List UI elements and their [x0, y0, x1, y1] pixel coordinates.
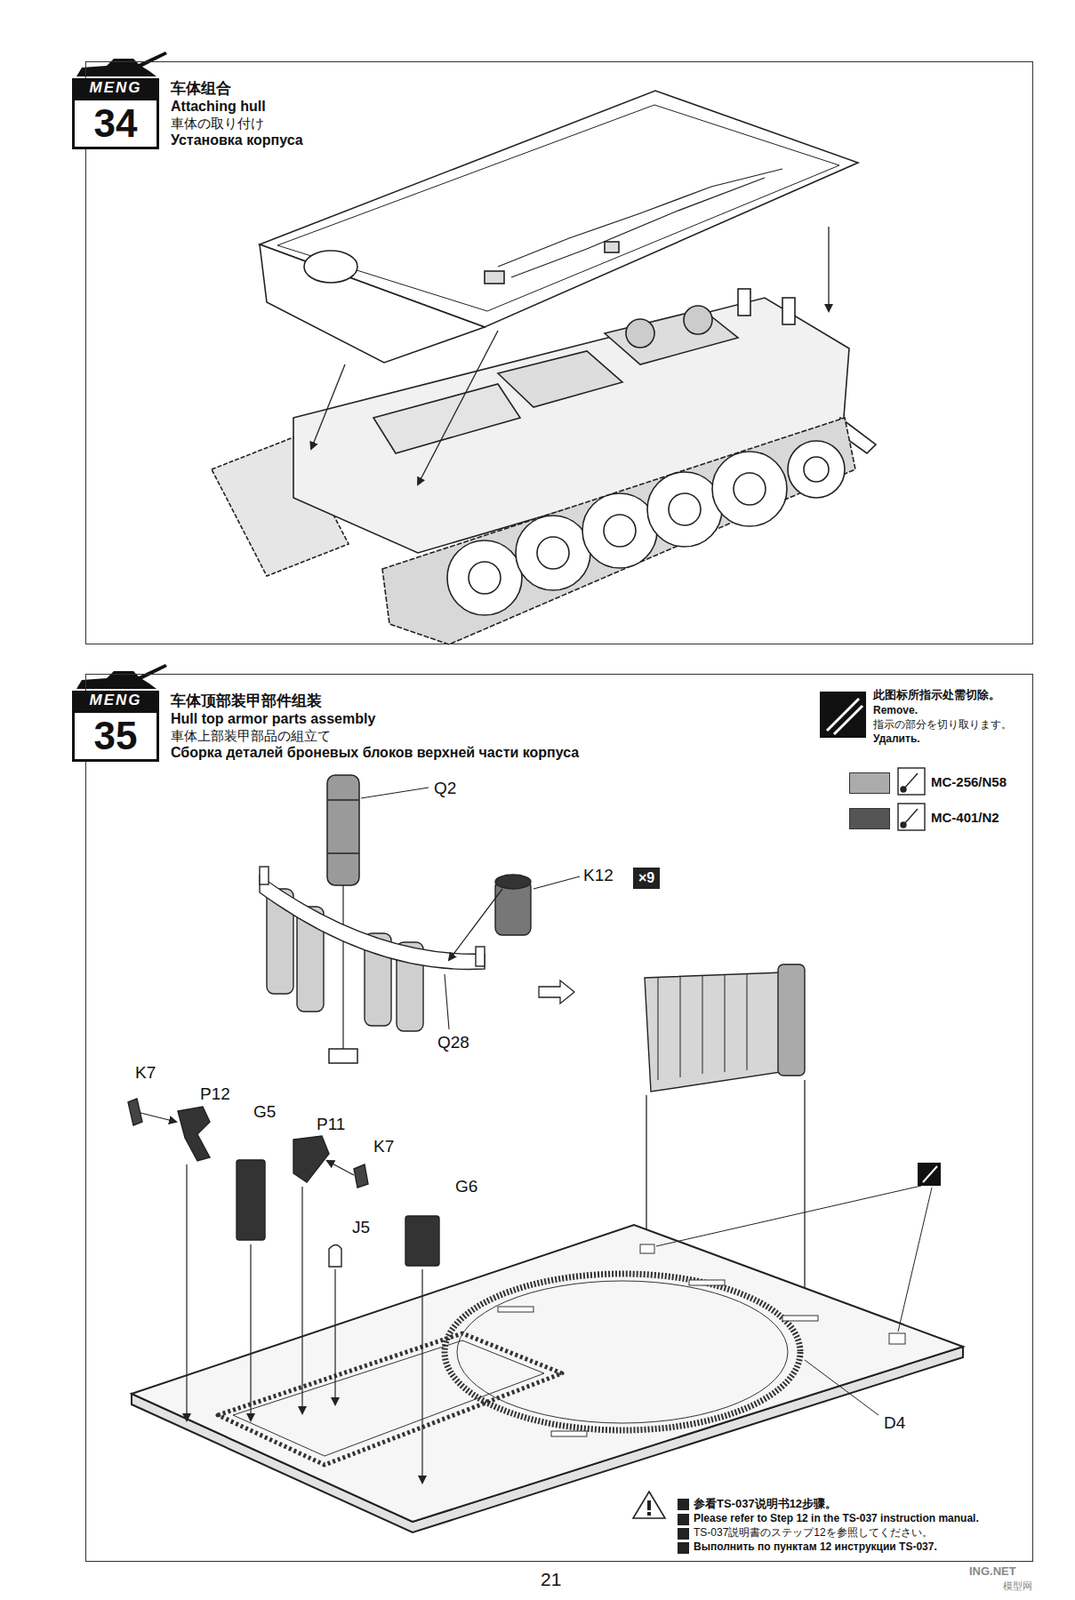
label-holder: Q28 [437, 1033, 470, 1054]
reference-note: Выполнить по пунктам 12 инструкции TS-03… [693, 1540, 938, 1554]
step-number: 35 [72, 710, 160, 763]
step-title: Установка корпуса [170, 131, 304, 149]
label-holder: 21 [540, 1568, 562, 1591]
label-holder: J5 [352, 1218, 370, 1239]
color-swatch [849, 808, 891, 830]
remove-note: Remove. [873, 704, 918, 717]
step-title: 車体上部装甲部品の組立て [170, 727, 579, 745]
label-holder: G5 [253, 1102, 276, 1124]
label-holder: P12 [200, 1084, 231, 1106]
part-number: K7 [135, 1063, 156, 1084]
label-holder: K7 [135, 1063, 156, 1084]
quantity-box: ×9 [633, 867, 660, 890]
label-holder: TS-037説明書のステップ12を参照してください。 [693, 1526, 933, 1540]
label-holder: D4 [883, 1413, 906, 1435]
page-number: 21 [540, 1568, 562, 1591]
label-holder: 此图标所指示处需切除。 [873, 688, 1001, 703]
label-holder: Remove. [873, 704, 918, 717]
quantity-text: ×9 [638, 869, 655, 888]
step-panel: 车体组合Attaching hull車体の取り付けУстановка корпу… [85, 61, 1034, 645]
part-number: D4 [883, 1413, 906, 1435]
label-holder: K7 [373, 1137, 394, 1158]
watermark: ING.NET [969, 1564, 1017, 1580]
label-holder: 模型网 [1002, 1580, 1033, 1593]
step-title: 车体顶部装甲部件组装 [170, 692, 579, 711]
step-number: 34 [72, 97, 160, 150]
step-heading: 车体顶部装甲部件组装Hull top armor parts assembly車… [170, 692, 579, 762]
step-heading: 车体组合Attaching hull車体の取り付けУстановка корпу… [170, 80, 304, 149]
part-number: K12 [583, 866, 614, 887]
step-title: 車体の取り付け [170, 114, 304, 132]
part-number: J5 [352, 1218, 370, 1239]
step-title: Attaching hull [170, 97, 304, 115]
reference-note: 参看TS-037说明书12步骤。 [693, 1497, 837, 1512]
label-holder: 参看TS-037说明书12步骤。 [693, 1497, 837, 1512]
part-number: Q28 [437, 1033, 470, 1054]
label-holder: Удалить. [873, 732, 921, 746]
part-number: P12 [200, 1084, 231, 1106]
watermark: 模型网 [1002, 1580, 1033, 1593]
remove-note: 指示の部分を切り取ります。 [873, 718, 1012, 731]
reference-note: Please refer to Step 12 in the TS-037 in… [693, 1512, 979, 1525]
brand-logo: MENG [72, 690, 160, 711]
remove-note: 此图标所指示处需切除。 [873, 688, 1001, 703]
paint-code: MC-256/N58 [930, 771, 1007, 794]
paint-code: MC-401/N2 [930, 807, 1000, 829]
label-holder: ING.NET [969, 1564, 1017, 1580]
legend-holder: MC-401/N2 [930, 807, 1000, 829]
part-number: Q2 [433, 778, 457, 800]
step-title: Hull top armor parts assembly [170, 710, 579, 728]
step-badge: MENG34 [72, 78, 160, 150]
label-holder: Выполнить по пунктам 12 инструкции TS-03… [693, 1540, 938, 1554]
legend-holder: MC-256/N58 [930, 771, 1007, 794]
step-title: Сборка деталей броневых блоков верхней ч… [170, 744, 579, 762]
step-badge: MENG35 [72, 690, 160, 763]
step-title: 车体组合 [170, 80, 304, 98]
label-holder: K12 [583, 866, 614, 887]
part-number: P11 [316, 1115, 345, 1136]
part-number: K7 [373, 1137, 394, 1158]
part-number: G5 [253, 1102, 276, 1124]
label-holder: Q2 [433, 778, 457, 800]
brand-logo: MENG [72, 78, 160, 98]
label-holder: G6 [455, 1177, 478, 1198]
label-holder: 指示の部分を切り取ります。 [873, 718, 1012, 731]
label-holder: Please refer to Step 12 in the TS-037 in… [693, 1512, 979, 1525]
remove-note: Удалить. [873, 732, 921, 746]
color-swatch [849, 772, 891, 795]
label-holder: P11 [316, 1115, 345, 1136]
part-number: G6 [455, 1177, 478, 1198]
reference-note: TS-037説明書のステップ12を参照してください。 [693, 1526, 933, 1540]
